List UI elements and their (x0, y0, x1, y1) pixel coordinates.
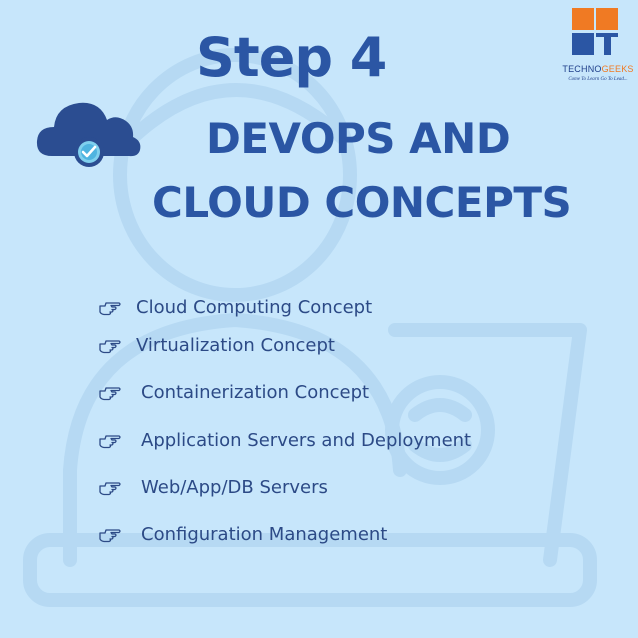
headline-line-2: CLOUD CONCEPTS (152, 178, 572, 227)
topic-label: Containerization Concept (141, 382, 370, 403)
topic-label: Web/App/DB Servers (141, 477, 328, 498)
logo-t-bar (596, 33, 618, 37)
logo-square-blue (572, 33, 594, 55)
topic-item: Containerization Concept (98, 382, 369, 403)
pointing-hand-icon (99, 528, 121, 542)
topic-item: Web/App/DB Servers (98, 477, 328, 498)
headline-line-1: DEVOPS AND (206, 114, 511, 163)
pointing-hand-icon (99, 301, 121, 315)
topic-label: Application Servers and Deployment (141, 430, 472, 451)
cloud-check-icon (36, 102, 141, 167)
logo-square-orange-1 (572, 8, 594, 30)
pointing-hand-icon (99, 434, 121, 448)
pointing-hand-icon (99, 386, 121, 400)
pointing-hand-icon (99, 481, 121, 495)
topic-label: Cloud Computing Concept (136, 297, 373, 318)
topic-item: Virtualization Concept (98, 335, 335, 356)
technogeeks-logo: TECHNOGEEKS Come To Learn Go To Lead... (560, 6, 636, 96)
topic-item: Application Servers and Deployment (98, 430, 471, 451)
logo-t-stem (604, 33, 611, 55)
logo-wordmark: TECHNOGEEKS (560, 64, 636, 74)
logo-brand-suffix: GEEKS (601, 64, 634, 74)
topic-label: Configuration Management (141, 524, 388, 545)
topic-item: Cloud Computing Concept (98, 297, 372, 318)
topic-label: Virtualization Concept (136, 335, 335, 356)
logo-square-orange-2 (596, 8, 618, 30)
step-title: Step 4 (196, 26, 387, 89)
logo-brand-prefix: TECHNO (562, 64, 602, 74)
topic-item: Configuration Management (98, 524, 387, 545)
pointing-hand-icon (99, 339, 121, 353)
logo-tagline: Come To Learn Go To Lead... (568, 77, 628, 82)
